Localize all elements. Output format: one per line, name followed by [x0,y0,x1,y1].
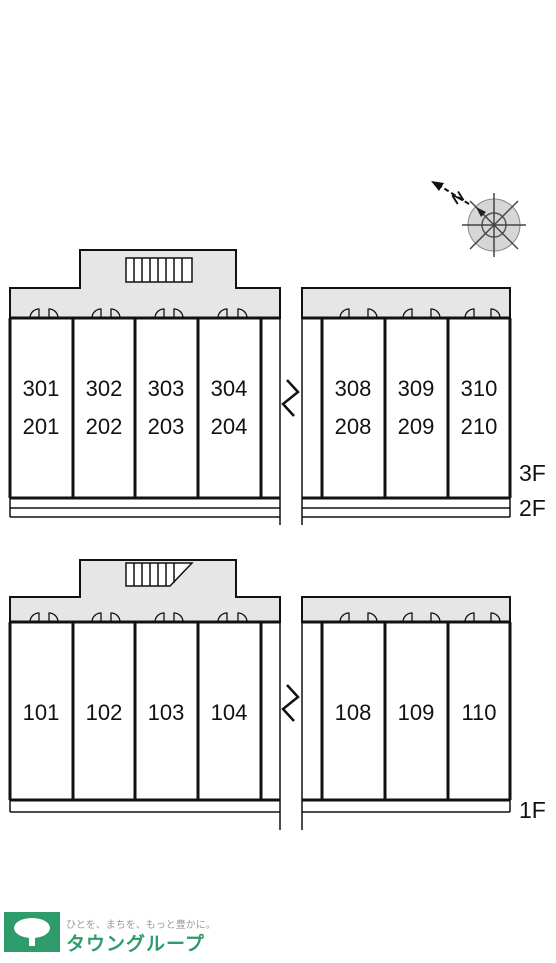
unit-label-104: 104 [211,700,248,725]
unit-label-202: 202 [86,414,123,439]
unit-label-108: 108 [335,700,372,725]
unit-label-103: 103 [148,700,185,725]
floor-label-2f: 2F [519,495,546,521]
lower-building [8,559,512,830]
unit-label-201: 201 [23,414,60,439]
tree-logo-icon [4,912,60,952]
unit-label-209: 209 [398,414,435,439]
unit-label-301: 301 [23,376,60,401]
unit-label-302: 302 [86,376,123,401]
logo-tagline: ひとを、まちを、もっと豊かに。 [66,920,216,931]
compass-rose-icon [462,193,526,257]
upper-building [8,249,512,525]
logo-company-name: タウングループ [66,933,205,955]
north-label: N [449,188,467,208]
logo-subtext: TOWN GROUP [4,948,40,954]
staircase-icon [125,562,194,587]
unit-label-110: 110 [461,700,496,725]
floor-label-3f: 3F [519,460,546,486]
site-plan: N [8,181,546,830]
unit-label-204: 204 [211,414,248,439]
unit-label-303: 303 [148,376,185,401]
unit-label-102: 102 [86,700,123,725]
north-arrow: N [431,181,470,208]
staircase-icon [125,257,193,283]
unit-label-101: 101 [23,700,60,725]
unit-label-309: 309 [398,376,435,401]
unit-label-208: 208 [335,414,372,439]
unit-label-203: 203 [148,414,185,439]
unit-label-304: 304 [211,376,248,401]
unit-label-210: 210 [461,414,498,439]
floor-label-1f: 1F [519,797,546,823]
unit-label-109: 109 [398,700,435,725]
unit-label-308: 308 [335,376,372,401]
company-logo [4,912,244,958]
unit-label-310: 310 [461,376,498,401]
unit-labels: 301 302 303 304 308 309 310 201 202 203 204 208 209 2… [23,376,546,823]
